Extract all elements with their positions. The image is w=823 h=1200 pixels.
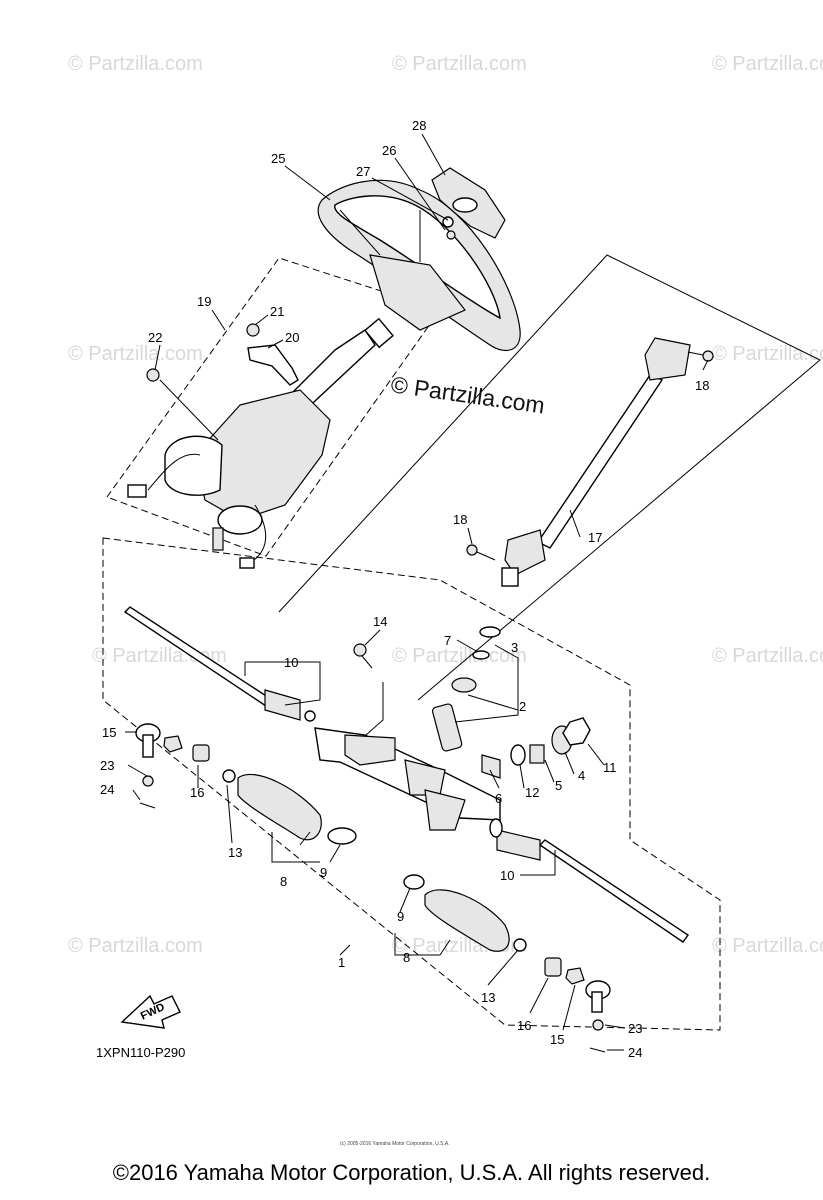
yoke xyxy=(481,754,501,779)
shaft-bolt xyxy=(466,544,496,561)
callout-10: 10 xyxy=(284,655,298,670)
callout-5: 5 xyxy=(555,778,562,793)
rack-housing xyxy=(314,727,501,831)
left-boot xyxy=(222,769,357,845)
wheel-cover xyxy=(431,167,506,239)
callout-4: 4 xyxy=(578,768,585,783)
callout-27: 27 xyxy=(356,164,370,179)
watermark: © Partzilla.com xyxy=(392,53,527,75)
cotter-pin xyxy=(139,802,156,809)
callout-22: 22 xyxy=(148,330,162,345)
callout-19: 19 xyxy=(197,294,211,309)
watermark-group: © Partzilla.com © Partzilla.com © Partzi… xyxy=(68,53,823,957)
watermark: © Partzilla.com xyxy=(712,645,823,667)
callout-15: 15 xyxy=(102,725,116,740)
callout-25: 25 xyxy=(271,151,285,166)
tie-rod-end-left xyxy=(135,723,183,758)
callout-15: 15 xyxy=(550,1032,564,1047)
callout-1: 1 xyxy=(338,955,345,970)
copyright-footer: ©2016 Yamaha Motor Corporation, U.S.A. A… xyxy=(112,1160,711,1185)
callout-23: 23 xyxy=(628,1021,642,1036)
callout-18: 18 xyxy=(695,378,709,393)
bushing xyxy=(544,957,562,977)
o-ring xyxy=(510,744,526,766)
callout-labels: 28 26 27 25 19 21 20 22 18 18 17 14 7 3 … xyxy=(100,118,709,1060)
callout-14: 14 xyxy=(373,614,387,629)
fwd-arrow: FWD xyxy=(120,994,181,1029)
callout-7: 7 xyxy=(444,633,451,648)
bearing xyxy=(451,677,477,693)
callout-12: 12 xyxy=(525,785,539,800)
pinion-gear xyxy=(431,703,463,752)
callout-8: 8 xyxy=(280,874,287,889)
diagram-code: 1XPN110-P290 xyxy=(96,1045,185,1060)
bolt xyxy=(246,323,260,337)
watermark: © Partzilla.com xyxy=(712,935,823,957)
callout-2: 2 xyxy=(519,699,526,714)
callout-24: 24 xyxy=(628,1045,642,1060)
spring xyxy=(529,744,545,764)
watermark: © Partzilla.com xyxy=(68,935,203,957)
bolt xyxy=(146,368,160,382)
callout-9: 9 xyxy=(320,865,327,880)
watermark: © Partzilla.com xyxy=(68,53,203,75)
callout-20: 20 xyxy=(285,330,299,345)
steering-column xyxy=(127,317,394,569)
seal xyxy=(479,626,501,638)
callout-9: 9 xyxy=(397,909,404,924)
callout-11: 11 xyxy=(603,760,617,775)
lock-nut xyxy=(562,717,591,746)
callout-24: 24 xyxy=(100,782,114,797)
callout-10: 10 xyxy=(500,868,514,883)
callout-26: 26 xyxy=(382,143,396,158)
callout-17: 17 xyxy=(588,530,602,545)
nut xyxy=(446,230,456,240)
cotter-pin xyxy=(589,1047,606,1053)
shaft-assembly-outline xyxy=(278,254,821,701)
castle-nut xyxy=(592,1019,604,1031)
callout-28: 28 xyxy=(412,118,426,133)
callout-16: 16 xyxy=(190,785,204,800)
callout-6: 6 xyxy=(495,791,502,806)
center-watermark: © Partzilla.com xyxy=(389,371,546,418)
watermark: © Partzilla.com xyxy=(392,645,527,667)
callout-18: 18 xyxy=(453,512,467,527)
callout-13: 13 xyxy=(481,990,495,1005)
callout-13: 13 xyxy=(228,845,242,860)
callout-3: 3 xyxy=(511,640,518,655)
shaft-bolt xyxy=(687,350,714,362)
tie-rod-right xyxy=(489,818,689,943)
callout-23: 23 xyxy=(100,758,114,773)
steering-wheel xyxy=(317,179,521,352)
castle-nut xyxy=(142,775,154,787)
circlip xyxy=(472,650,490,660)
callout-8: 8 xyxy=(403,950,410,965)
callout-16: 16 xyxy=(517,1018,531,1033)
watermark: © Partzilla.com xyxy=(68,343,203,365)
callout-21: 21 xyxy=(270,304,284,319)
tie-rod-end-right xyxy=(565,967,611,1013)
watermark: © Partzilla.com xyxy=(712,343,823,365)
tie-rod-left xyxy=(123,606,316,722)
leader-lines xyxy=(125,133,709,1051)
intermediate-shaft xyxy=(501,337,691,587)
watermark: © Partzilla.com xyxy=(712,53,823,75)
bushing xyxy=(192,744,210,762)
rack-assembly-outline xyxy=(102,537,721,1031)
right-boot xyxy=(403,874,527,952)
bolt xyxy=(353,643,373,669)
washer xyxy=(442,216,454,228)
small-copyright: (c) 2005-2016 Yamaha Motor Corporation, … xyxy=(340,1141,450,1147)
bracket xyxy=(247,344,299,386)
